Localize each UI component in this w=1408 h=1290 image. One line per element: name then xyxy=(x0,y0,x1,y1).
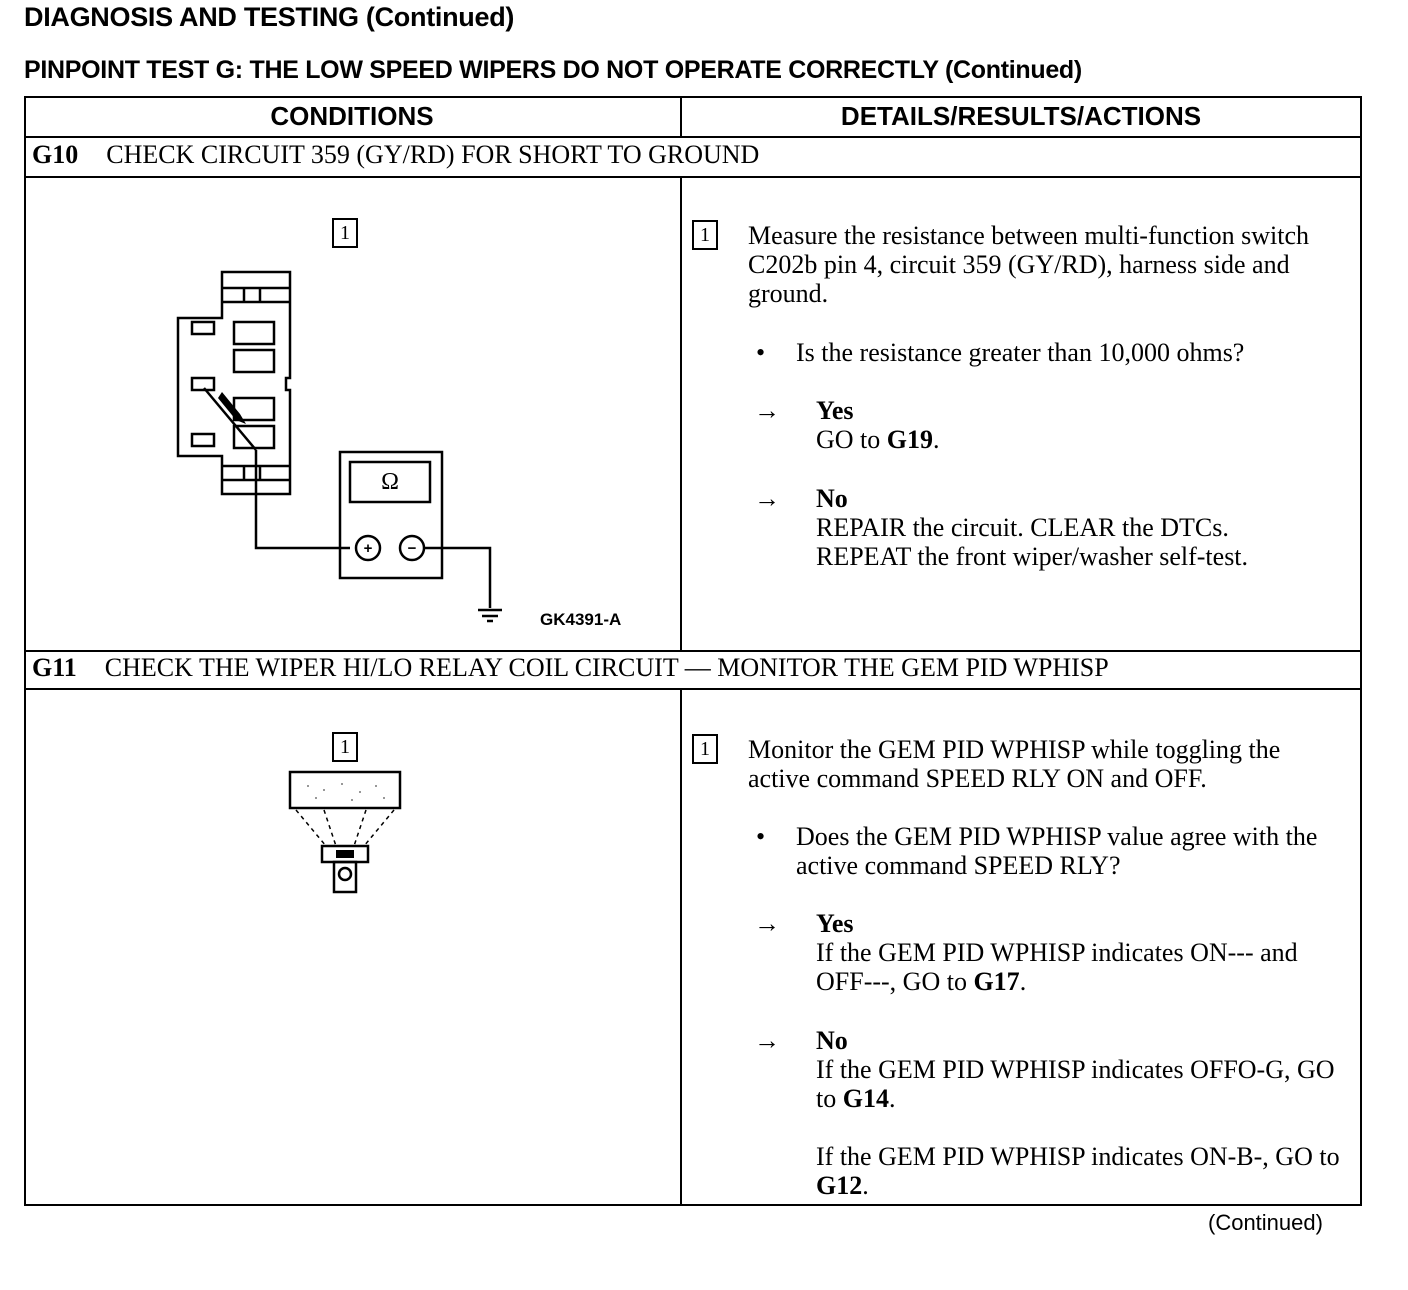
column-divider xyxy=(680,96,682,136)
row-divider xyxy=(24,688,1362,690)
step-id: G10 xyxy=(32,140,79,169)
row-divider xyxy=(24,176,1362,178)
scan-tool-diagram xyxy=(288,770,402,894)
plus-terminal-label: + xyxy=(363,539,373,557)
result-text: If the GEM PID WPHISP indicates OFFO-G, … xyxy=(816,1055,1335,1113)
step-g10-actions: 1 Measure the resistance between multi-f… xyxy=(692,218,1352,638)
goto-target: G12 xyxy=(816,1171,863,1200)
result-text: GO to xyxy=(816,425,887,454)
result-text: If the GEM PID WPHISP indicates ON--- an… xyxy=(816,938,1298,996)
arrow-right-icon: → xyxy=(754,396,780,425)
goto-target: G14 xyxy=(842,1084,889,1113)
pinpoint-test-title: PINPOINT TEST G: THE LOW SPEED WIPERS DO… xyxy=(24,56,1082,84)
result-no: No If the GEM PID WPHISP indicates OFFO-… xyxy=(816,1026,1356,1113)
result-yes: Yes GO to G19. xyxy=(816,396,1356,454)
goto-target: G19 xyxy=(886,425,934,454)
arrow-right-icon: → xyxy=(754,484,780,513)
scan-tool xyxy=(288,770,402,810)
multimeter xyxy=(338,450,444,580)
action-number-box: 1 xyxy=(692,734,718,764)
figure-caption: GK4391-A xyxy=(540,610,622,629)
result-yes: Yes If the GEM PID WPHISP indicates ON--… xyxy=(816,909,1356,996)
step-title: CHECK CIRCUIT 359 (GY/RD) FOR SHORT TO G… xyxy=(106,140,760,169)
multimeter-connector-diagram xyxy=(176,270,502,623)
details-header: DETAILS/RESULTS/ACTIONS xyxy=(840,100,1202,131)
step-title: CHECK THE WIPER HI/LO RELAY COIL CIRCUIT… xyxy=(104,653,1109,682)
result-text-end: . xyxy=(933,425,940,454)
bullet-icon: • xyxy=(756,338,766,367)
conditions-header: CONDITIONS xyxy=(270,100,434,131)
table-border-top xyxy=(24,96,1362,98)
connector-outline xyxy=(176,270,292,496)
result-label: Yes xyxy=(816,396,854,425)
result-no: No REPAIR the circuit. CLEAR the DTCs. R… xyxy=(816,484,1356,571)
step-g11-actions: 1 Monitor the GEM PID WPHISP while toggl… xyxy=(692,732,1352,1202)
continued-note: (Continued) xyxy=(1208,1210,1323,1235)
step-g10-heading: G10 CHECK CIRCUIT 359 (GY/RD) FOR SHORT T… xyxy=(32,140,759,170)
result-label: No xyxy=(816,484,848,513)
result-text: If the GEM PID WPHISP indicates ON-B-, G… xyxy=(816,1142,1340,1171)
ohm-symbol: Ω xyxy=(381,468,399,495)
action-question: Is the resistance greater than 10,000 oh… xyxy=(796,338,1245,367)
figure-number-box: 1 xyxy=(332,732,358,762)
row-divider xyxy=(24,136,1362,138)
bullet-icon: • xyxy=(756,822,766,851)
action-instruction: Monitor the GEM PID WPHISP while togglin… xyxy=(748,735,1281,793)
result-text: REPAIR the circuit. CLEAR the DTCs. xyxy=(816,513,1229,542)
action-question: Does the GEM PID WPHISP value agree with… xyxy=(796,822,1318,880)
column-divider xyxy=(680,688,682,1206)
step-g11-heading: G11 CHECK THE WIPER HI/LO RELAY COIL CIRC… xyxy=(32,653,1109,683)
result-text-end: . xyxy=(862,1171,869,1200)
result-text-end: . xyxy=(888,1084,896,1113)
result-text-end: . xyxy=(1019,967,1027,996)
figure-number-box: 1 xyxy=(332,218,358,248)
result-label: Yes xyxy=(816,909,854,938)
action-number-box: 1 xyxy=(692,220,718,250)
table-border-bottom xyxy=(24,1204,1362,1206)
page-title: DIAGNOSIS AND TESTING (Continued) xyxy=(24,2,515,32)
row-divider xyxy=(24,650,1362,652)
result-label: No xyxy=(816,1026,848,1055)
minus-terminal-label: − xyxy=(407,539,417,557)
action-instruction: Measure the resistance between multi-fun… xyxy=(748,221,1309,308)
result-no-alternate: If the GEM PID WPHISP indicates ON-B-, G… xyxy=(816,1142,1356,1200)
arrow-right-icon: → xyxy=(754,909,780,938)
column-divider xyxy=(680,176,682,650)
step-id: G11 xyxy=(32,653,77,682)
goto-target: G17 xyxy=(973,967,1020,996)
arrow-right-icon: → xyxy=(754,1026,780,1055)
result-text: REPEAT the front wiper/washer self-test. xyxy=(816,542,1249,571)
